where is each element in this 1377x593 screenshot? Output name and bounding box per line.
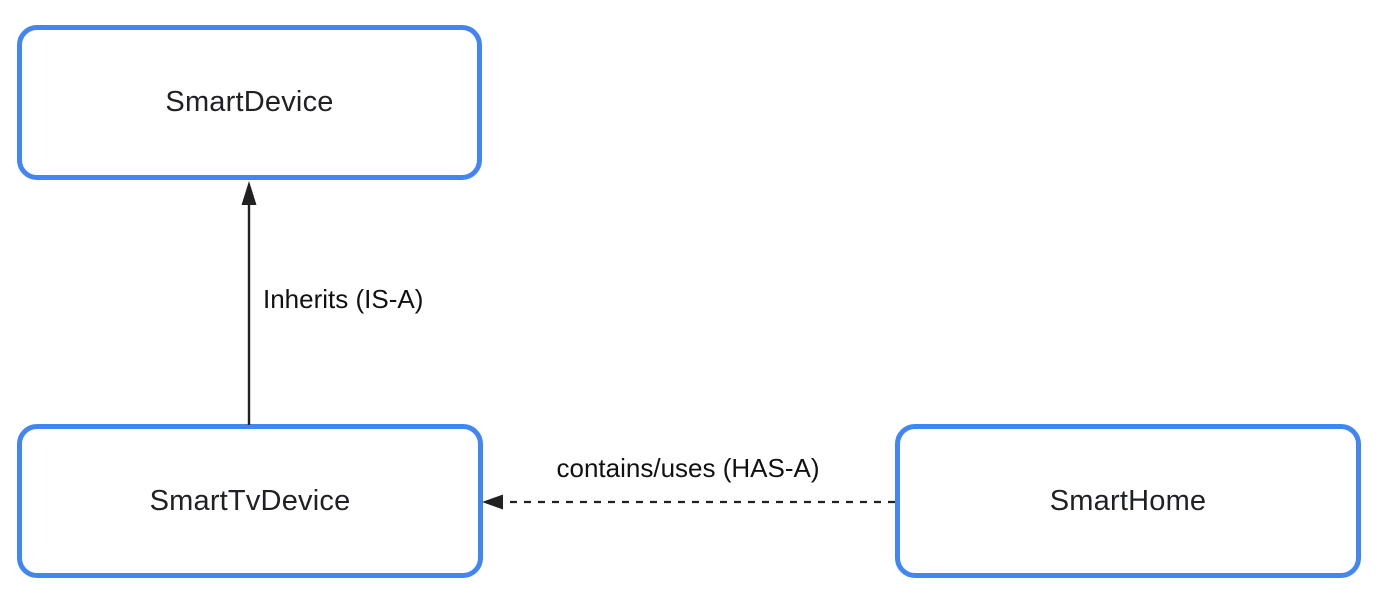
edge-label-has-a: contains/uses (HAS-A) (556, 453, 820, 483)
inheritance-arrow-head-icon (241, 181, 257, 205)
inheritance-arrow (241, 181, 257, 425)
has-a-arrow-head-icon (482, 494, 503, 510)
edge-label-inherits: Inherits (IS-A) (263, 284, 424, 314)
node-smart-home[interactable]: SmartHome (895, 424, 1361, 578)
node-smart-tv-device-label: SmartTvDevice (149, 484, 351, 517)
node-smart-tv-device[interactable]: SmartTvDevice (17, 424, 483, 578)
has-a-arrow (482, 494, 895, 510)
node-smart-device-label: SmartDevice (165, 86, 334, 118)
node-smart-device[interactable]: SmartDevice (17, 25, 482, 180)
node-smart-home-label: SmartHome (1049, 484, 1207, 517)
